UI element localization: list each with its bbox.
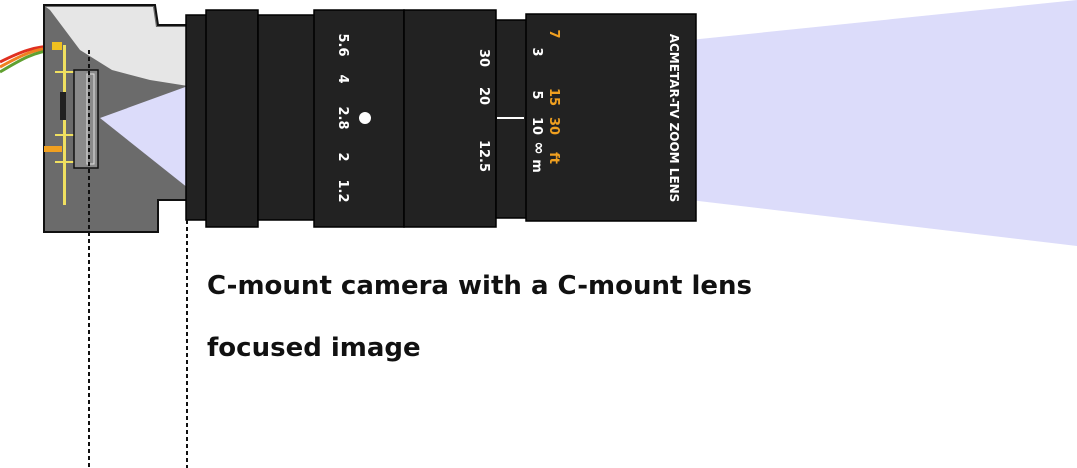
aperture-mark: 2.8 (335, 106, 350, 129)
focus-mark-ft: ft (546, 152, 561, 164)
focus-mark-ft: 15 (546, 88, 561, 106)
camera-top-cover (46, 7, 188, 86)
zoom-mark: 20 (476, 87, 491, 105)
sensor-glass-inner (86, 73, 95, 165)
focus-mark-ft: 7 (546, 29, 561, 38)
aperture-mark: 5.6 (335, 33, 350, 56)
lens-ring-1 (205, 9, 259, 228)
zoom-ring (403, 9, 497, 228)
sensor-chip (60, 92, 66, 120)
sensor-board (63, 45, 66, 205)
focus-mark-m: 3 (529, 47, 544, 56)
focus-mark-m: 5 (529, 90, 544, 99)
lens-name-label: ACMETAR-TV ZOOM LENS (667, 34, 681, 203)
focused-light-cone (100, 86, 188, 188)
caption-camera-lens: C-mount camera with a C-mount lens (207, 271, 752, 301)
sensor-connector (44, 146, 62, 152)
aperture-mark: 2 (335, 152, 350, 161)
zoom-mark: 30 (476, 49, 491, 67)
focus-mark-m: 10 (529, 117, 544, 135)
focus-mark-ft: 30 (546, 117, 561, 135)
zoom-mark: 12.5 (476, 140, 491, 172)
sensor-pin-top (52, 42, 62, 50)
lens-body-1 (257, 14, 317, 221)
aperture-mark: 4 (335, 74, 350, 83)
caption-focused-image: focused image (207, 333, 421, 363)
aperture-index-dot (359, 112, 371, 124)
focus-mark-m: ∞ (530, 141, 549, 154)
focus-mark-m: m (529, 159, 544, 173)
incoming-light-beam (690, 0, 1077, 246)
aperture-mark: 1.2 (335, 179, 350, 202)
focus-ring (525, 13, 697, 222)
aperture-ring (313, 9, 405, 228)
